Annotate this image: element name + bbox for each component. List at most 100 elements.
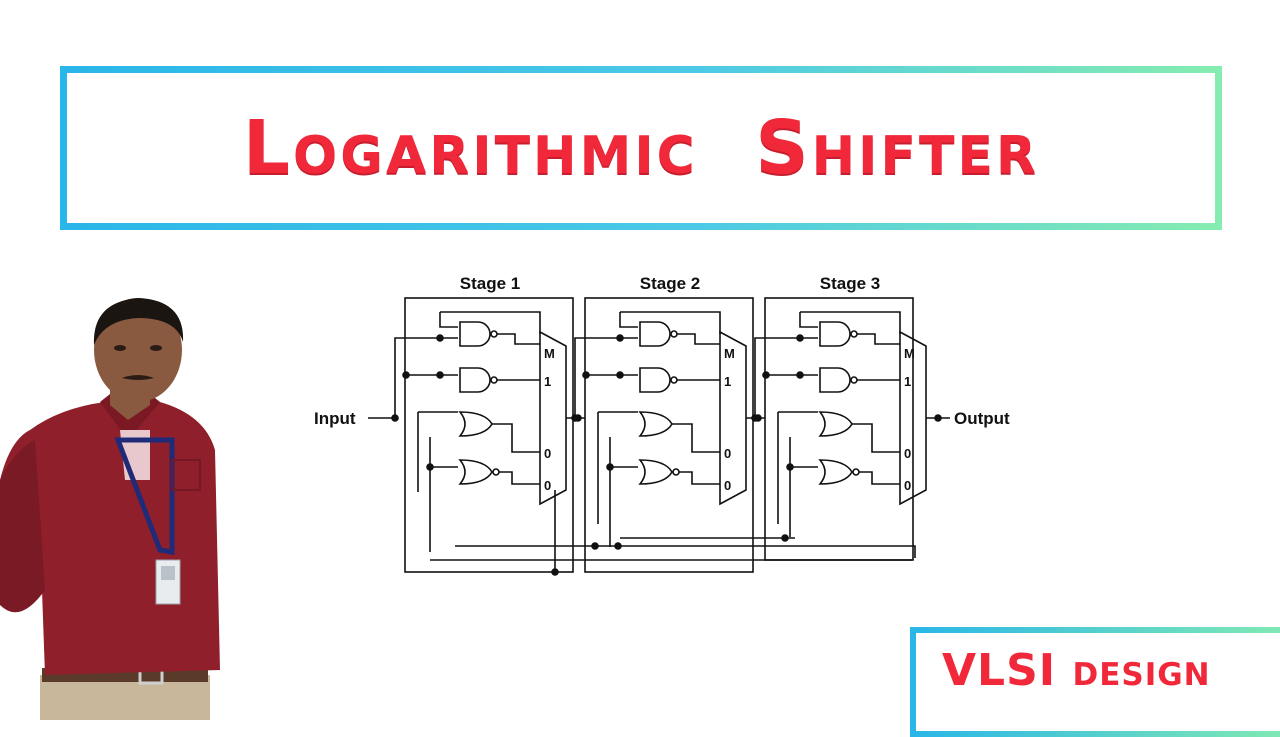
stage-3-mux-in-0a xyxy=(852,423,900,453)
stage-1-nand-gate-1 xyxy=(459,321,491,347)
stage-2-nor-bubble xyxy=(672,468,680,476)
stage-1-mux xyxy=(539,330,567,506)
stage-2-label: Stage 2 xyxy=(640,274,700,293)
stage-3-nand-gate-2 xyxy=(819,367,851,393)
stage-2-mux-label-0b: 0 xyxy=(724,478,731,493)
stage-1-node-b xyxy=(402,371,410,379)
stage-1-nand-gate-2 xyxy=(459,367,491,393)
trousers xyxy=(40,675,210,720)
stage-2-nand-gate-2 xyxy=(639,367,671,393)
stage-2-nand-bubble-1 xyxy=(670,330,678,338)
stage-1-wire-d xyxy=(440,311,541,334)
channel-badge: VLSI design xyxy=(910,627,1280,737)
stage-3-node-f xyxy=(786,463,794,471)
stage-1-mux-in-0b xyxy=(499,471,540,485)
stage-2-wire-c xyxy=(619,312,638,328)
stage-1-node-f xyxy=(426,463,434,471)
title-banner: Logarithmic Shifter xyxy=(60,66,1222,230)
stage-1-nor-bubble xyxy=(492,468,500,476)
stage-3-nand-gate-1 xyxy=(819,321,851,347)
stage-2-node-in xyxy=(571,414,579,422)
stage-3-or-gate xyxy=(818,411,853,437)
stage-3-nand-bubble-1 xyxy=(850,330,858,338)
stage-3-wire-c xyxy=(799,312,818,328)
stage-2-nand-gate-1 xyxy=(639,321,671,347)
stage-1-nor-gate xyxy=(458,459,493,485)
page-title: Logarithmic Shifter xyxy=(242,105,1040,191)
stage-3-mux-label-0b: 0 xyxy=(904,478,911,493)
stage-1-mux-label-0b: 0 xyxy=(544,478,551,493)
face xyxy=(94,298,182,402)
lanyard xyxy=(114,437,175,555)
moustache xyxy=(122,375,154,380)
bus-node-2 xyxy=(614,542,622,550)
stage-1-wire-c xyxy=(439,312,458,328)
shifter-circuit-diagram: Stage 1 Stage 2 Stage 3 Input Output xyxy=(314,274,1010,576)
stage-2-node-b xyxy=(582,371,590,379)
stage-1-node-c xyxy=(436,334,444,342)
stage-3-node-b xyxy=(762,371,770,379)
stage-1-label: Stage 1 xyxy=(460,274,520,293)
stage-2: M 1 0 0 xyxy=(571,297,765,573)
stage-1-nand-bubble-2 xyxy=(490,376,498,384)
stage-1-mux-label-m: M xyxy=(544,346,555,361)
stage-2-mux-in-0a xyxy=(672,423,720,453)
stage-1-or-gate xyxy=(458,411,493,437)
input-label: Input xyxy=(314,409,356,428)
stage-3-mux-label-1: 1 xyxy=(904,374,911,389)
stage-2-mux xyxy=(719,330,747,506)
shirt xyxy=(0,402,220,675)
stage-1-mux-in-m xyxy=(497,333,540,345)
right-eye xyxy=(150,345,162,351)
stage-1-node-in xyxy=(391,414,399,422)
stage-1-nand-bubble-1 xyxy=(490,330,498,338)
id-card-photo xyxy=(161,566,175,580)
stage-2-node-f xyxy=(606,463,614,471)
stage-2-node-c xyxy=(616,334,624,342)
bus-node-3 xyxy=(781,534,789,542)
left-eye xyxy=(114,345,126,351)
stage-3-node-g xyxy=(796,371,804,379)
stage-2-mux-label-1: 1 xyxy=(724,374,731,389)
control-drop-node xyxy=(551,568,559,576)
presenter-photo xyxy=(0,298,220,720)
stage-3-nor-bubble xyxy=(852,468,860,476)
stage-2-wire-d xyxy=(620,311,721,334)
arm xyxy=(0,440,45,613)
stage-3-nand-bubble-2 xyxy=(850,376,858,384)
stage-1-node-g xyxy=(436,371,444,379)
stage-2-node-g xyxy=(616,371,624,379)
stage-1-mux-label-0a: 0 xyxy=(544,446,551,461)
stage-2-mux-label-0a: 0 xyxy=(724,446,731,461)
stage-2-nand-bubble-2 xyxy=(670,376,678,384)
control-bus-1 xyxy=(455,545,916,558)
stage-3-wire-d xyxy=(800,311,901,334)
stage-3-mux-in-0b xyxy=(859,471,900,485)
stage-3-mux-label-0a: 0 xyxy=(904,446,911,461)
stage-3-node-c xyxy=(796,334,804,342)
stage-2-or-gate xyxy=(638,411,673,437)
stage-3: M 1 0 0 xyxy=(751,297,927,561)
stage-2-outer-loop xyxy=(584,297,754,573)
shirt-pocket xyxy=(171,459,201,491)
channel-badge-text: VLSI design xyxy=(942,645,1211,696)
hair xyxy=(93,298,184,345)
stage-3-mux-label-m: M xyxy=(904,346,915,361)
stage-1-mux-label-1: 1 xyxy=(544,374,551,389)
stage-1-outer-loop xyxy=(404,297,574,573)
title-banner-inner: Logarithmic Shifter xyxy=(67,73,1215,223)
output-label: Output xyxy=(954,409,1010,428)
stage-3-node-in xyxy=(751,414,759,422)
stage-2-mux-in-m xyxy=(677,333,720,345)
stage-1: M 1 0 0 xyxy=(391,297,585,573)
output-node xyxy=(934,414,942,422)
stage-3-mux xyxy=(899,330,927,506)
stage-2-mux-label-m: M xyxy=(724,346,735,361)
stage-2-nor-gate xyxy=(638,459,673,485)
bus-node-1 xyxy=(591,542,599,550)
stage-2-mux-in-0b xyxy=(679,471,720,485)
stage-3-mux-in-m xyxy=(857,333,900,345)
channel-badge-inner: VLSI design xyxy=(916,633,1280,731)
stage-3-nor-gate xyxy=(818,459,853,485)
stage-3-label: Stage 3 xyxy=(820,274,880,293)
